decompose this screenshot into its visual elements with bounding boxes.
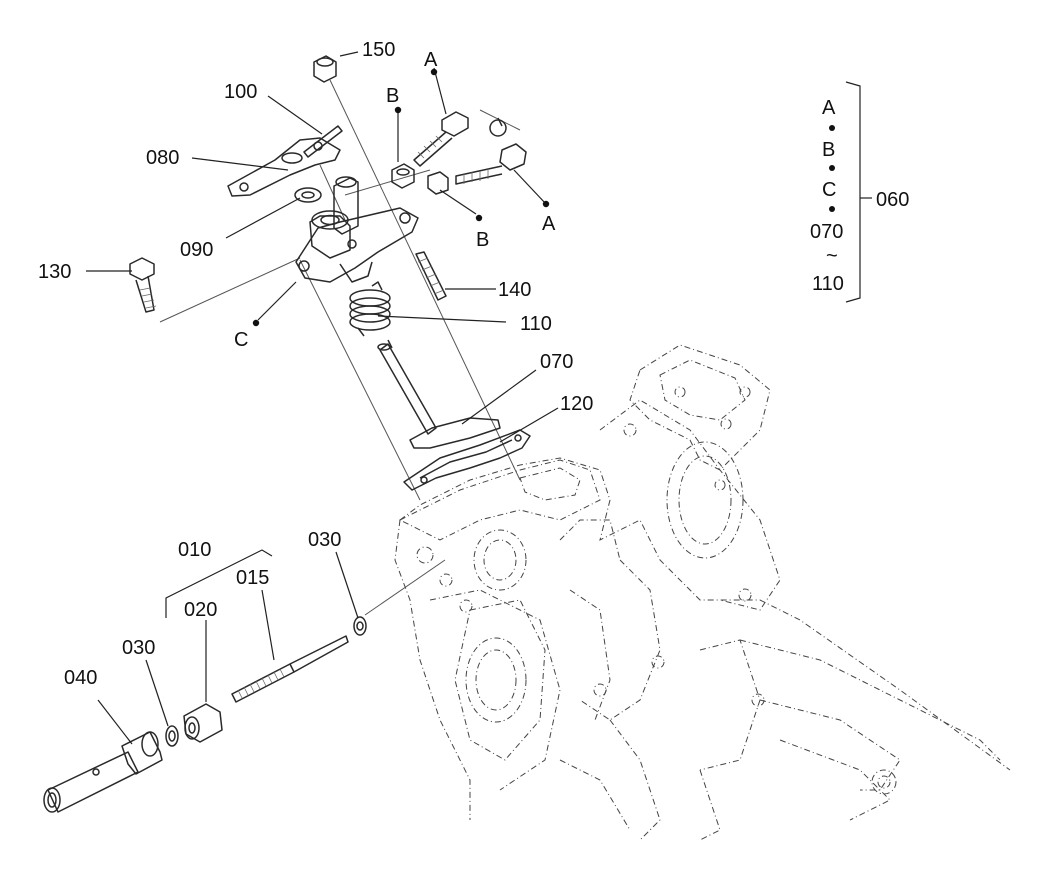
axis-lines (159, 79, 521, 616)
legend-tilde: ~ (826, 245, 838, 267)
part-150-nut (313, 55, 337, 83)
bracket-housing (295, 176, 419, 283)
label-015: 015 (236, 567, 269, 589)
ref-a-bottom: A (542, 213, 556, 235)
parts-a-bolts (413, 111, 527, 185)
label-130: 130 (38, 261, 71, 283)
part-120-gasket (403, 429, 531, 491)
legend-a: A (822, 97, 836, 119)
label-100: 100 (224, 81, 257, 103)
legend-bracket (829, 81, 872, 303)
label-110: 110 (520, 313, 552, 335)
part-015-screw (231, 635, 349, 703)
legend-from: 070 (810, 221, 843, 243)
legend-to: 110 (812, 273, 844, 295)
part-labels: 150 100 080 090 130 140 110 070 120 010 … (38, 39, 909, 689)
ref-b-bottom: B (476, 229, 489, 251)
label-030-lower: 030 (122, 637, 155, 659)
label-090: 090 (180, 239, 213, 261)
part-040-sleeve (43, 731, 163, 813)
part-090-washer (294, 187, 322, 203)
label-070: 070 (540, 351, 573, 373)
housing (394, 344, 1011, 841)
label-150: 150 (362, 39, 395, 61)
part-030-washer-lower (165, 725, 179, 747)
legend-b: B (822, 139, 835, 161)
reference-dots (252, 68, 550, 327)
label-030-upper: 030 (308, 529, 341, 551)
part-030-washer-upper (353, 616, 367, 636)
label-020: 020 (184, 599, 217, 621)
part-100-pin (303, 125, 343, 158)
label-140: 140 (498, 279, 531, 301)
label-010: 010 (178, 539, 211, 561)
part-110-spring (349, 281, 391, 337)
part-080-lever (227, 137, 341, 197)
ref-a-top: A (424, 49, 438, 71)
legend-c: C (822, 179, 836, 201)
parts-b-nuts (391, 163, 449, 195)
label-080: 080 (146, 147, 179, 169)
part-070-shaft (377, 339, 501, 449)
leader-lines (86, 51, 559, 745)
label-060: 060 (876, 189, 909, 211)
label-120: 120 (560, 393, 593, 415)
label-040: 040 (64, 667, 97, 689)
ref-c: C (234, 329, 248, 351)
ref-b-top: B (386, 85, 399, 107)
part-130-bolt (129, 257, 157, 313)
part-020-nut (183, 703, 223, 743)
part-140-stud (415, 251, 447, 301)
